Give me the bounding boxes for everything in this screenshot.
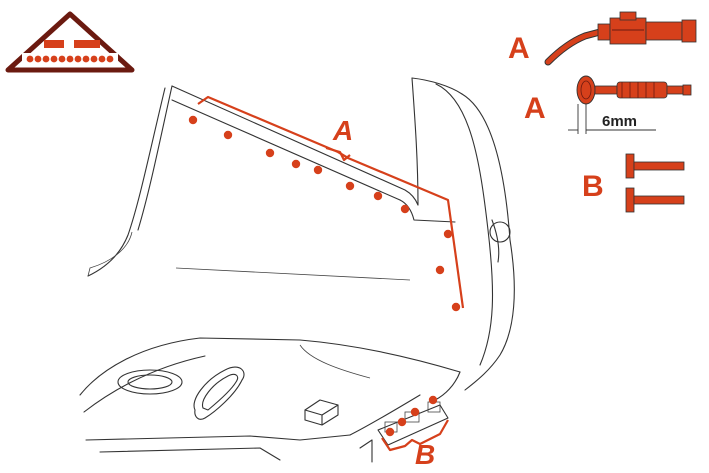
badge-dot: [98, 55, 106, 63]
clip-dot: [428, 395, 438, 405]
badge-dot: [34, 55, 42, 63]
badge-dot: [26, 55, 34, 63]
label-a-top: A: [508, 32, 530, 65]
clip-dot: [188, 115, 198, 125]
clip-dot: [397, 417, 407, 427]
clip-dot: [223, 130, 233, 140]
legend-part-b: B: [582, 153, 685, 213]
clip-dot: [410, 407, 420, 417]
clip-dot: [345, 181, 355, 191]
badge-dot: [66, 55, 74, 63]
clip-dot: [291, 159, 301, 169]
label-b-right: B: [582, 170, 604, 203]
clip-dot: [373, 191, 383, 201]
label-b-diagram: B: [415, 439, 435, 470]
clip-dot: [400, 204, 410, 214]
label-a-mid: A: [524, 92, 546, 125]
brace-b-clip-dots: [385, 395, 438, 437]
badge-dot: [82, 55, 90, 63]
seam-a-clip-dots: [188, 115, 461, 312]
badge-dot: [42, 55, 50, 63]
clip-dot: [435, 265, 445, 275]
badge-dot-row: [26, 55, 114, 63]
badge-dot: [50, 55, 58, 63]
seam-a: [197, 95, 465, 309]
legend-part-a-clip: A: [508, 11, 697, 66]
badge-dot: [90, 55, 98, 63]
clip-dot: [265, 148, 275, 158]
dimension-label: 6mm: [602, 113, 637, 130]
car-body-outline: [79, 77, 515, 463]
legend-part-a-pin: A 6mm: [524, 75, 692, 134]
label-a-diagram: A: [332, 115, 353, 146]
clip-dot: [385, 427, 395, 437]
clip-dot: [313, 165, 323, 175]
clip-dot: [443, 229, 453, 239]
badge-dot: [58, 55, 66, 63]
badge-dot: [106, 55, 114, 63]
badge-dot: [74, 55, 82, 63]
clip-dot: [451, 302, 461, 312]
brace-b: [381, 419, 449, 452]
triangle-warning-icon: [5, 11, 135, 73]
